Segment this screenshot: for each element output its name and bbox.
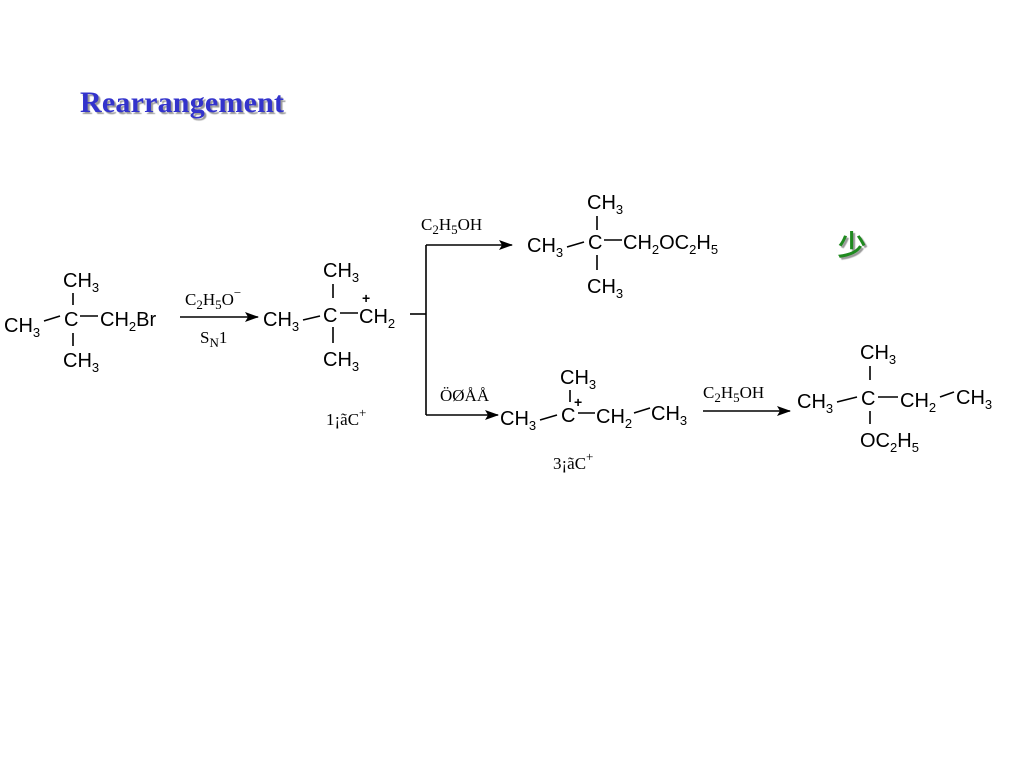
cation3-top-ch3: CH3 <box>560 367 596 392</box>
reactant-top-ch3: CH3 <box>63 270 99 295</box>
cation1-charge: + <box>362 290 370 306</box>
cation1-label: 1¡ãC+ <box>326 405 366 429</box>
cation3-label: 3¡ãC+ <box>553 449 593 473</box>
lower-reagent: ÖØÅÅ <box>440 386 490 405</box>
upper-product: CH3 CH3 C CH2OC2H5 CH3 <box>527 192 718 301</box>
cation3-right-ch3: CH3 <box>651 403 687 428</box>
cation1-right-ch2: CH2 <box>359 306 395 331</box>
cation3-right-ch2: CH2 <box>596 406 632 431</box>
page-title: Rearrangement <box>80 86 285 119</box>
step1-condition: SN1 <box>200 328 227 350</box>
cation1-center-c: C <box>323 305 337 327</box>
upper-product-center-c: C <box>588 232 602 254</box>
reactant-bottom-ch3: CH3 <box>63 350 99 375</box>
reactant-molecule: CH3 CH3 C CH2Br CH3 <box>4 270 156 375</box>
tertiary-cation: CH3 + CH3 C CH2 CH3 3¡ãC+ <box>500 367 687 473</box>
cation1-left-ch3: CH3 <box>263 309 299 334</box>
minor-product-note: 少 <box>838 229 867 262</box>
reactant-center-c: C <box>64 309 78 331</box>
cation3-center-c: C <box>561 405 575 427</box>
cation1-bottom-ch3: CH3 <box>323 349 359 374</box>
reactant-right-ch2br: CH2Br <box>100 309 156 334</box>
lower-product-right-ch2: CH2 <box>900 390 936 415</box>
upper-product-bottom-ch3: CH3 <box>587 276 623 301</box>
step3-arrow: C2H5OH <box>703 383 791 416</box>
lower-product-top-ch3: CH3 <box>860 342 896 367</box>
cation3-charge: + <box>574 394 582 410</box>
lower-reagent2: C2H5OH <box>703 383 764 405</box>
cation3-left-ch3: CH3 <box>500 408 536 433</box>
branch-connector <box>410 240 513 420</box>
lower-product-left-ch3: CH3 <box>797 391 833 416</box>
reactant-left-ch3: CH3 <box>4 315 40 340</box>
lower-product-center-c: C <box>861 388 875 410</box>
lower-product-bottom-oc2h5: OC2H5 <box>860 430 919 455</box>
lower-product-right-ch3: CH3 <box>956 387 992 412</box>
lower-product: CH3 CH3 C CH2 CH3 OC2H5 <box>797 342 992 455</box>
primary-cation: CH3 CH3 C + CH2 CH3 1¡ãC+ <box>263 260 395 429</box>
step1-arrow: C2H5O− SN1 <box>180 285 259 350</box>
cation1-top-ch3: CH3 <box>323 260 359 285</box>
upper-product-top-ch3: CH3 <box>587 192 623 217</box>
upper-reagent: C2H5OH <box>421 215 482 237</box>
upper-product-left-ch3: CH3 <box>527 235 563 260</box>
upper-product-right: CH2OC2H5 <box>623 232 718 257</box>
step1-reagent: C2H5O− <box>185 285 241 312</box>
